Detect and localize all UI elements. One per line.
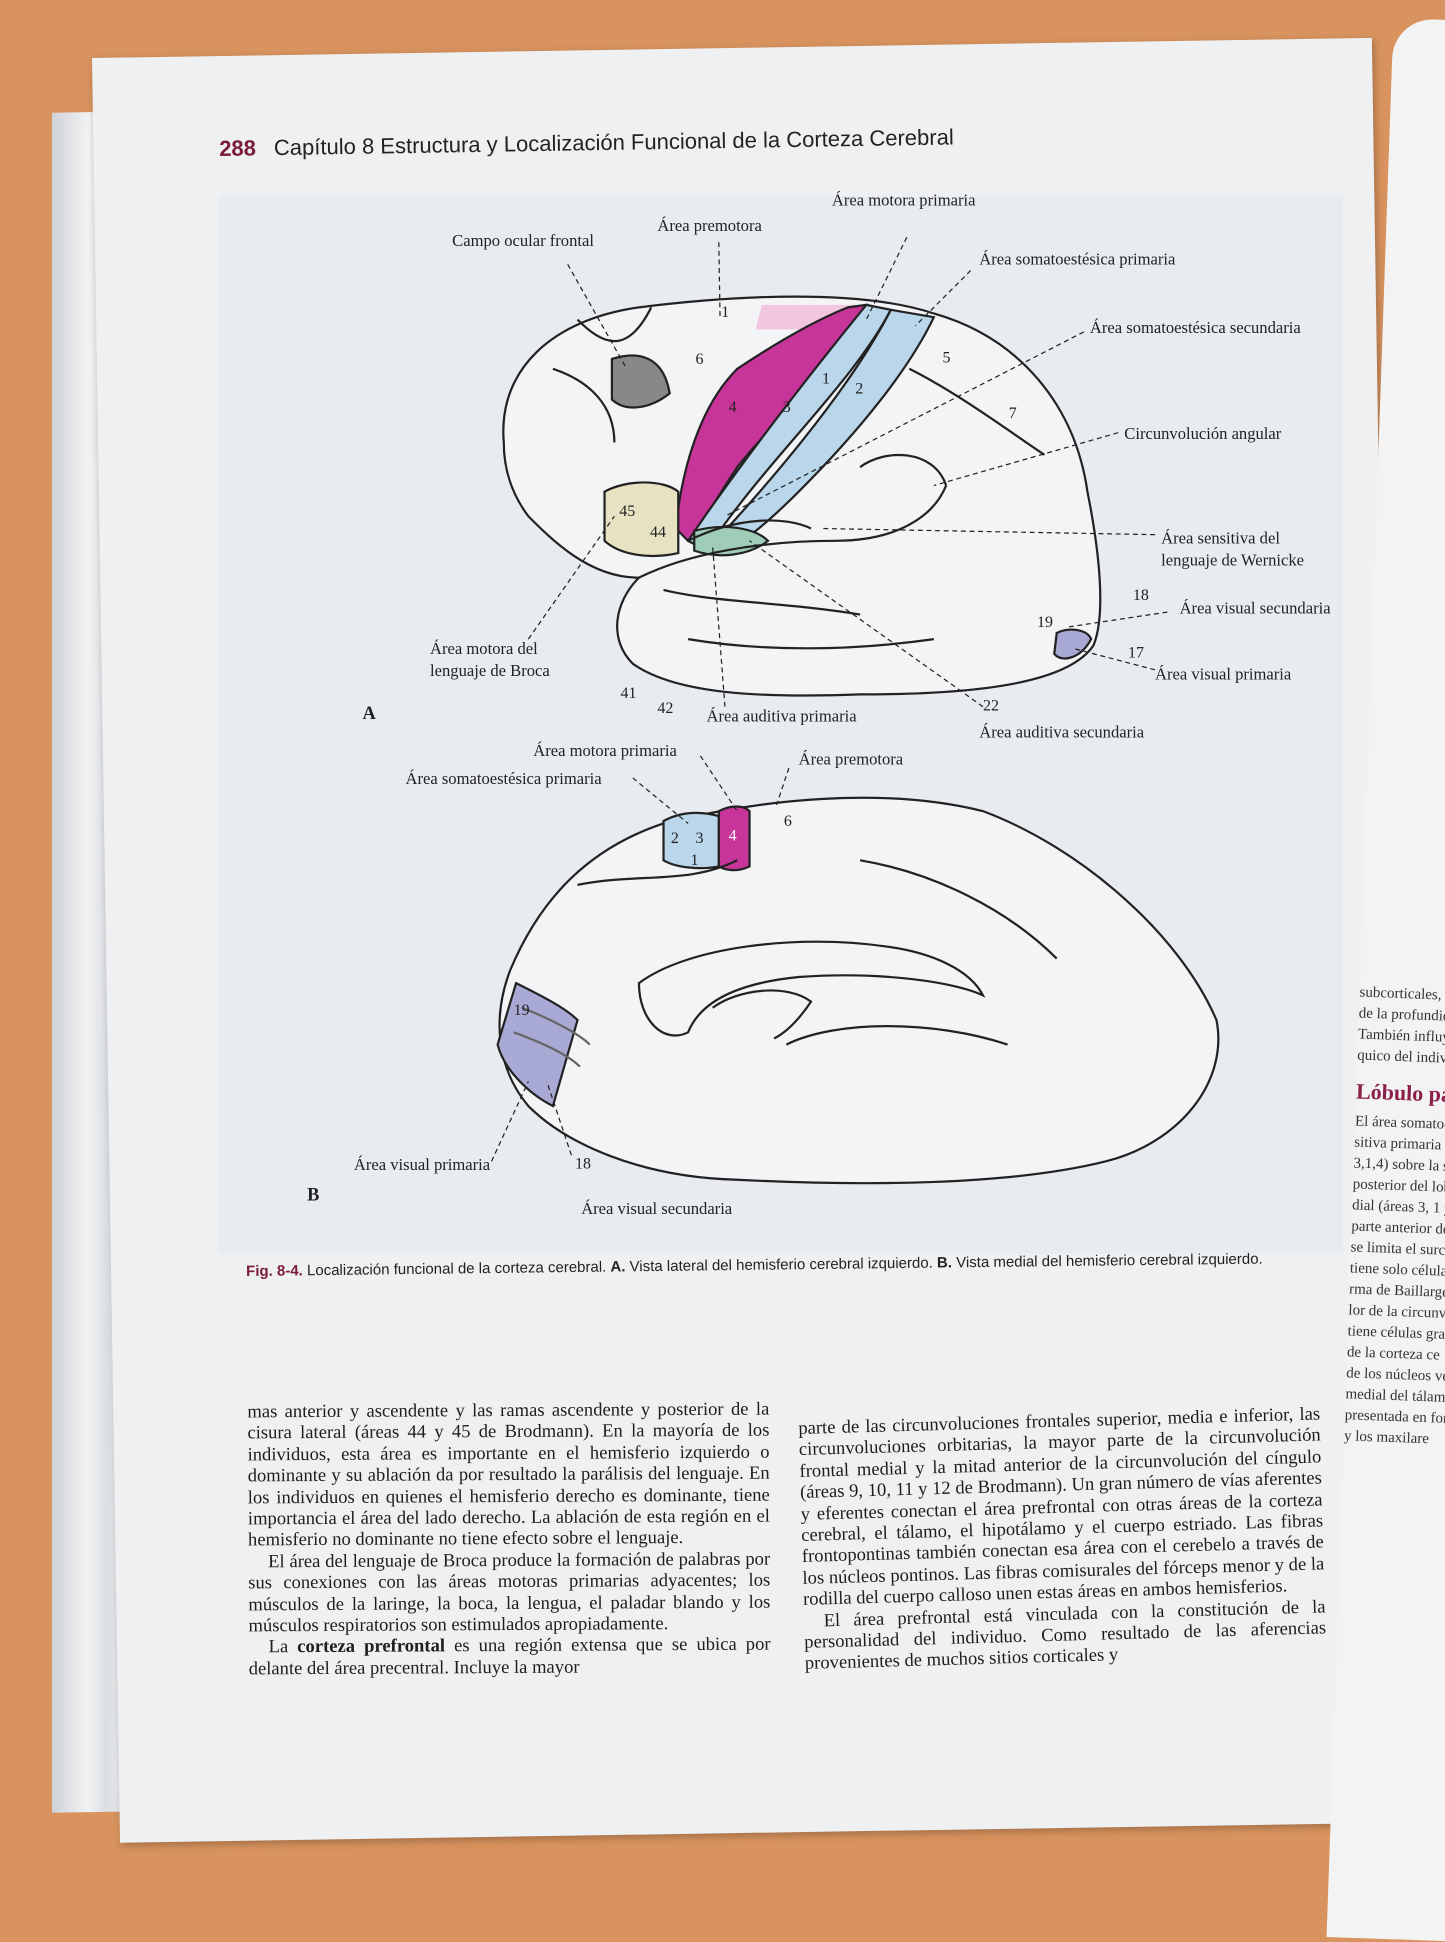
- label-visual-primary: Área visual primaria: [1155, 665, 1292, 684]
- label-auditory-primary: Área auditiva primaria: [707, 706, 858, 725]
- area-number: 4: [729, 828, 737, 845]
- area-number: 6: [784, 813, 792, 830]
- area-number: 1: [721, 304, 729, 321]
- paragraph: parte de las circunvoluciones frontales …: [798, 1403, 1325, 1611]
- label-angular-gyrus: Circunvolución angular: [1124, 424, 1281, 443]
- label-secondary-somatosensory: Área somatoestésica secundaria: [1090, 318, 1301, 337]
- caption-text: Localización funcional de la corteza cer…: [302, 1258, 611, 1280]
- caption-text: Vista medial del hemisferio cerebral izq…: [951, 1250, 1263, 1272]
- area-number: 2: [671, 830, 679, 847]
- label-auditory-secondary: Área auditiva secundaria: [979, 722, 1144, 741]
- panel-a-labels: Campo ocular frontal Área premotora Área…: [362, 190, 1331, 741]
- area-number: 1: [822, 371, 830, 388]
- caption-b: B.: [936, 1254, 953, 1272]
- panel-a-leader-lines: [527, 237, 1168, 708]
- label-b-visual-primary: Área visual primaria: [354, 1155, 491, 1174]
- label-broca-1: Área motora del: [430, 639, 538, 658]
- area-number: 7: [1009, 405, 1017, 422]
- label-visual-secondary: Área visual secundaria: [1180, 598, 1332, 617]
- area-number: 1: [691, 852, 699, 869]
- panel-a-letter: A: [362, 703, 376, 723]
- area-number: 45: [619, 503, 635, 520]
- area-number: 19: [514, 1002, 530, 1019]
- paragraph: La corteza prefrontal es una región exte…: [249, 1634, 771, 1680]
- area-number: 44: [650, 524, 666, 541]
- label-wernicke-2: lenguaje de Wernicke: [1161, 550, 1304, 569]
- label-b-primary-motor: Área motora primaria: [533, 741, 677, 760]
- area-number: 18: [1133, 587, 1149, 604]
- area-number: 19: [1037, 614, 1053, 631]
- panel-b-leader-lines: [490, 755, 790, 1162]
- area-number: 41: [621, 685, 637, 702]
- area-number: 2: [855, 380, 863, 397]
- area-number: 3: [695, 830, 703, 847]
- text: La: [268, 1636, 298, 1658]
- label-premotor-area: Área premotora: [657, 216, 762, 235]
- label-primary-motor-area: Área motora primaria: [832, 190, 976, 209]
- caption-label: Fig. 8-4.: [246, 1262, 303, 1280]
- caption-a: A.: [610, 1258, 626, 1276]
- panel-b-letter: B: [307, 1185, 319, 1205]
- area-number: 4: [729, 399, 737, 416]
- lateral-brain-drawing: [502, 295, 1102, 697]
- panel-b-labels: Área motora primaria Área premotora Área…: [307, 741, 904, 1218]
- area-number: 18: [575, 1156, 591, 1173]
- label-frontal-eye-field: Campo ocular frontal: [452, 231, 594, 250]
- paragraph: El área del lenguaje de Broca produce la…: [248, 1548, 771, 1637]
- caption-text: Vista lateral del hemisferio cerebral iz…: [625, 1254, 938, 1276]
- label-wernicke-1: Área sensitiva del: [1161, 528, 1280, 547]
- label-b-premotor: Área premotora: [799, 749, 904, 768]
- area-number: 42: [657, 700, 673, 717]
- body-column-right: parte de las circunvoluciones frontales …: [798, 1403, 1327, 1674]
- area-number: 22: [983, 697, 999, 714]
- body-column-left: mas anterior y ascendente y las ramas as…: [247, 1399, 770, 1680]
- term-prefrontal-cortex: corteza prefrontal: [297, 1635, 446, 1658]
- area-number: 5: [942, 350, 950, 367]
- label-b-primary-somatosensory: Área somatoestésica primaria: [405, 769, 602, 788]
- paragraph: mas anterior y ascendente y las ramas as…: [247, 1398, 770, 1551]
- label-b-visual-secondary: Área visual secundaria: [581, 1199, 733, 1218]
- medial-brain-drawing: [496, 796, 1220, 1185]
- area-number: 17: [1128, 645, 1144, 662]
- area-number: 6: [695, 351, 703, 368]
- label-broca-2: lenguaje de Broca: [430, 661, 550, 680]
- area-number: 3: [783, 399, 791, 416]
- label-primary-somatosensory: Área somatoestésica primaria: [979, 249, 1176, 268]
